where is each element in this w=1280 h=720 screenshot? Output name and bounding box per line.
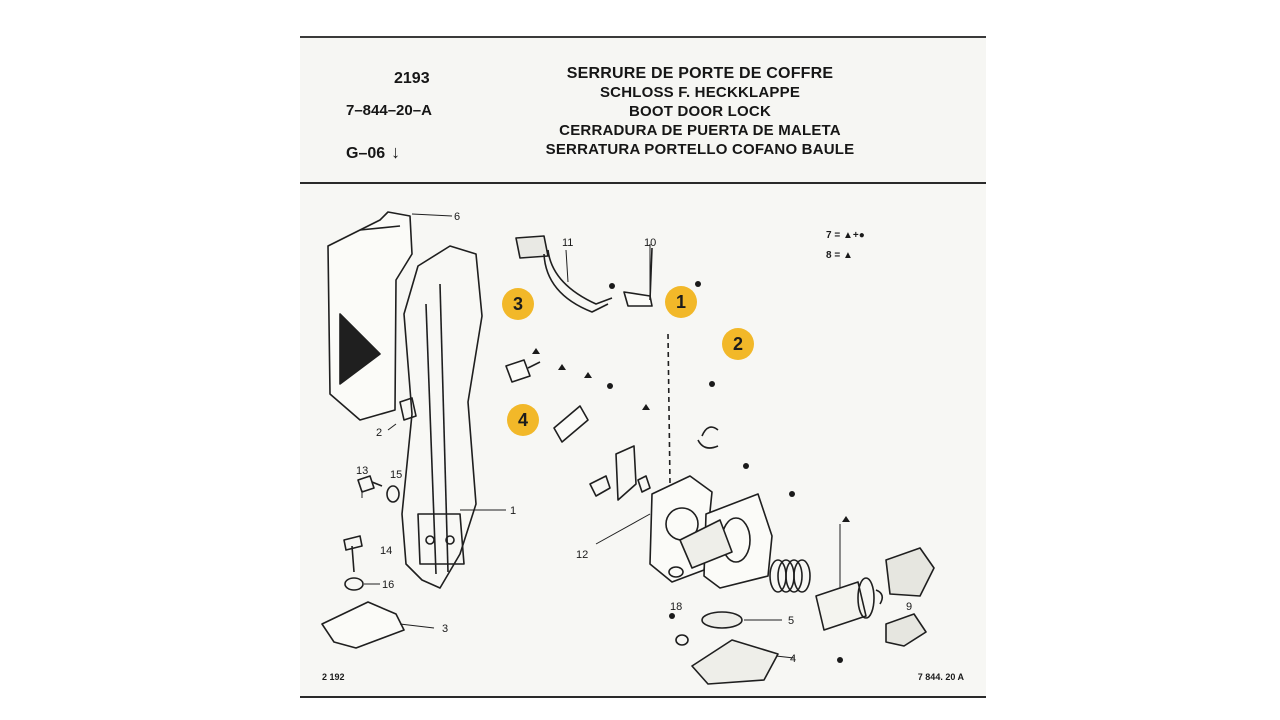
- part-label-2: 2: [376, 427, 382, 439]
- diagram-header: 2193 7–844–20–A G–06 ↓ SERRURE DE PORTE D…: [300, 38, 986, 184]
- title-italian: SERRATURA PORTELLO COFANO BAULE: [545, 141, 855, 158]
- title-spanish: CERRADURA DE PUERTA DE MALETA: [559, 122, 841, 139]
- part-label-14: 14: [380, 545, 392, 557]
- part-label-4: 4: [790, 653, 796, 665]
- part-label-11: 11: [562, 237, 573, 249]
- down-arrow-icon: ↓: [391, 142, 401, 162]
- legend-line-8: 8 = ▲: [826, 250, 853, 261]
- part-label-9: 9: [906, 601, 912, 613]
- part-label-15: 15: [390, 469, 402, 481]
- exploded-drawing: 6 11 10 2 13 15 1 14 16 3 12 18 5 4 17 9…: [300, 184, 986, 708]
- legend: 7 = ▲+● 8 = ▲: [826, 226, 865, 266]
- part-label-5: 5: [788, 615, 794, 627]
- callout-2: 2: [722, 328, 754, 360]
- part-label-13: 13: [356, 465, 368, 477]
- reference-code: 7–844–20–A: [346, 102, 432, 119]
- part-label-3: 3: [442, 623, 448, 635]
- title-german: SCHLOSS F. HECKKLAPPE: [599, 84, 801, 101]
- lock-frame-part: [401, 245, 483, 589]
- bottom-rule: [300, 696, 986, 698]
- part-label-16: 16: [382, 579, 394, 591]
- title-block: SERRURE DE PORTE DE COFFRE SCHLOSS F. HE…: [490, 64, 910, 159]
- footer-right-code: 7 844. 20 A: [917, 672, 964, 682]
- group-code-text: G–06: [346, 145, 386, 162]
- title-english: BOOT DOOR LOCK: [629, 103, 771, 120]
- part-label-18: 18: [670, 601, 682, 613]
- title-french: SERRURE DE PORTE DE COFFRE: [566, 65, 834, 82]
- exploded-view-illustration: 6 11 10 2 13 15 1 14 16 3 12 18 5 4 17 9: [321, 211, 935, 708]
- part-label-6: 6: [454, 211, 460, 223]
- part-label-1: 1: [510, 505, 516, 517]
- callout-3: 3: [502, 288, 534, 320]
- part-label-10: 10: [644, 237, 656, 249]
- group-code: G–06 ↓: [346, 142, 400, 163]
- footer-left-code: 2 192: [322, 672, 345, 682]
- reference-number: 2193: [394, 70, 430, 87]
- legend-line-7: 7 = ▲+●: [826, 230, 865, 241]
- parts-diagram-sheet: 2193 7–844–20–A G–06↓ SERRURE DE PORTE D…: [300, 36, 986, 708]
- callout-1: 1: [665, 286, 697, 318]
- part-label-12: 12: [576, 549, 588, 561]
- callout-4: 4: [507, 404, 539, 436]
